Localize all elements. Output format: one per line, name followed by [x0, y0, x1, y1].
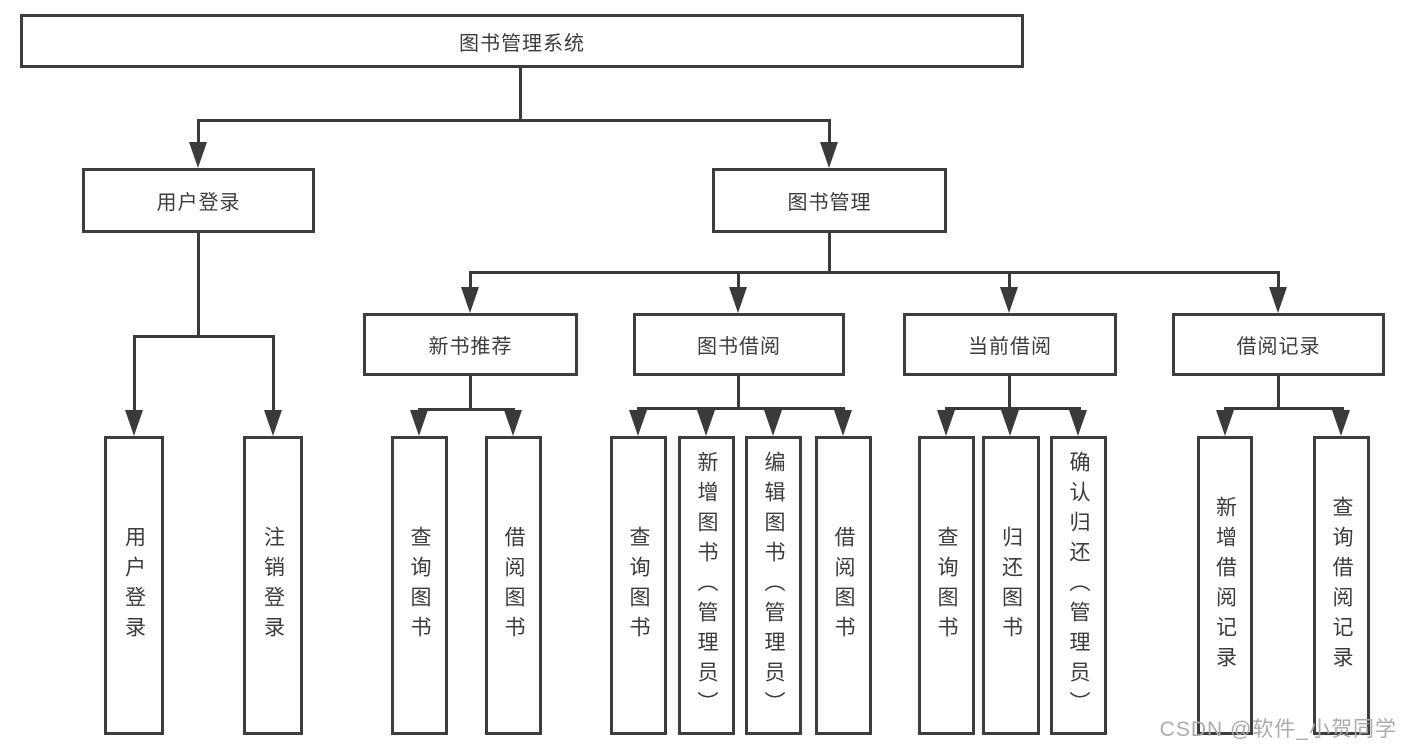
connector-new-books-stem — [469, 376, 472, 408]
arrow-nb-borrow — [504, 410, 522, 436]
arrow-br-query — [1332, 410, 1350, 436]
leaf-bb-add-books-admin: 新增图书（管理员） — [678, 436, 735, 735]
connector-drop-bb-borrow — [842, 407, 845, 410]
arrow-nb-query — [410, 410, 428, 436]
connector-drop-nb-query — [418, 408, 421, 410]
connector-borrow-records-bus — [1224, 407, 1344, 410]
connector-drop-cb-return — [1009, 407, 1012, 410]
arrow-cb-return — [1001, 410, 1019, 436]
connector-new-books-bus — [418, 408, 515, 411]
arrow-leaf-login — [125, 410, 143, 436]
connector-drop-cb-query — [945, 407, 948, 410]
arrow-borrow-records — [1269, 287, 1287, 313]
connector-book-borrow-stem — [737, 376, 740, 407]
connector-drop-leaf-login — [133, 335, 136, 410]
connector-drop-current-borrow — [1008, 271, 1011, 287]
node-book-mgmt: 图书管理 — [712, 168, 947, 233]
node-borrow-records: 借阅记录 — [1172, 313, 1385, 376]
connector-current-borrow-stem — [1008, 376, 1011, 407]
connector-drop-br-add — [1224, 407, 1227, 410]
leaf-br-add-record: 新增借阅记录 — [1197, 436, 1253, 735]
connector-drop-br-query — [1340, 407, 1343, 410]
node-user-login: 用户登录 — [82, 168, 315, 233]
leaf-bb-borrow-books: 借阅图书 — [815, 436, 872, 735]
connector-drop-book-borrow — [737, 271, 740, 287]
leaf-bb-query-books: 查询图书 — [610, 436, 667, 735]
connector-drop-bb-query — [637, 407, 640, 410]
leaf-nb-borrow-books: 借阅图书 — [485, 436, 542, 735]
connector-drop-nb-borrow — [512, 408, 515, 410]
node-book-borrow: 图书借阅 — [633, 313, 845, 376]
connector-drop-bb-edit — [772, 407, 775, 410]
connector-book-mgmt-stem — [828, 233, 831, 271]
connector-level3-bus — [469, 271, 1280, 274]
arrow-user-login — [189, 142, 207, 168]
arrow-current-borrow — [1000, 287, 1018, 313]
arrow-new-books — [461, 287, 479, 313]
leaf-cb-query-books: 查询图书 — [918, 436, 975, 735]
arrow-book-borrow — [729, 287, 747, 313]
csdn-watermark: CSDN @软件_小贺同学 — [1159, 718, 1397, 741]
node-current-borrow: 当前借阅 — [903, 313, 1117, 376]
leaf-cb-confirm-return-admin: 确认归还（管理员） — [1050, 436, 1107, 735]
connector-drop-new-books — [469, 271, 472, 287]
leaf-logout: 注销登录 — [243, 436, 303, 735]
leaf-bb-edit-books-admin: 编辑图书（管理员） — [745, 436, 802, 735]
leaf-cb-return-books: 归还图书 — [982, 436, 1040, 735]
connector-user-login-stem — [197, 233, 200, 335]
node-new-books: 新书推荐 — [363, 313, 578, 376]
connector-user-login-bus — [133, 335, 275, 338]
arrow-cb-confirm — [1069, 410, 1087, 436]
node-root: 图书管理系统 — [20, 14, 1024, 68]
arrow-bb-query — [629, 410, 647, 436]
connector-drop-leaf-logout — [272, 335, 275, 410]
connector-root-stem — [519, 68, 522, 119]
connector-drop-borrow-records — [1277, 271, 1280, 287]
connector-drop-user-login — [197, 119, 200, 142]
arrow-cb-query — [937, 410, 955, 436]
connector-current-borrow-bus — [945, 407, 1081, 410]
arrow-bb-borrow — [834, 410, 852, 436]
leaf-nb-query-books: 查询图书 — [391, 436, 448, 735]
connector-root-bus — [197, 119, 831, 122]
arrow-leaf-logout — [264, 410, 282, 436]
arrow-bb-edit — [764, 410, 782, 436]
connector-drop-book-mgmt — [828, 119, 831, 142]
connector-drop-cb-confirm — [1077, 407, 1080, 410]
connector-drop-bb-add — [705, 407, 708, 410]
connector-borrow-records-stem — [1277, 376, 1280, 407]
arrow-br-add — [1216, 410, 1234, 436]
leaf-user-login: 用户登录 — [104, 436, 164, 735]
arrow-bb-add — [697, 410, 715, 436]
leaf-br-query-record: 查询借阅记录 — [1313, 436, 1370, 735]
connector-book-borrow-bus — [637, 407, 845, 410]
arrow-book-mgmt — [820, 142, 838, 168]
